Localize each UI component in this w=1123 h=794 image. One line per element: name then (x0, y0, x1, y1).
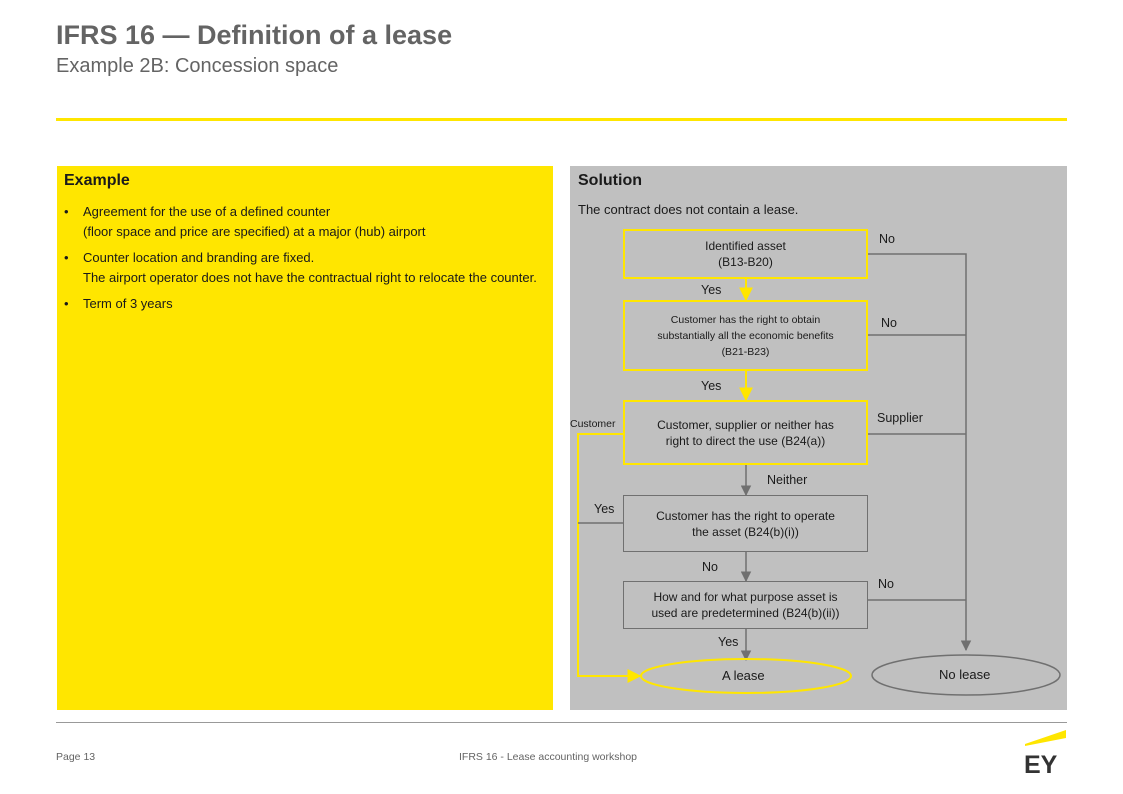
box-line: right to direct the use (B24(a)) (665, 433, 826, 448)
outcome-no-lease: No lease (939, 667, 991, 682)
box-predetermined: How and for what purpose asset is used a… (623, 581, 868, 629)
label-no: No (702, 560, 718, 574)
flowchart-connectors (577, 253, 1061, 696)
page-title: IFRS 16 — Definition of a lease (56, 20, 453, 50)
solution-conclusion: The contract does not contain a lease. (578, 202, 799, 217)
example-bullet: Agreement for the use of a defined count… (64, 202, 547, 241)
box-line: used are predetermined (B24(b)(ii)) (651, 606, 840, 620)
footer-divider (56, 722, 1067, 723)
label-no: No (881, 316, 897, 330)
box-economic-benefits: Customer has the right to obtain substan… (623, 300, 868, 371)
label-yes: Yes (701, 379, 722, 393)
connector-no-identified (868, 253, 972, 652)
label-supplier: Supplier (877, 411, 923, 425)
label-no: No (878, 577, 894, 591)
page-number: Page 13 (56, 751, 96, 763)
box-line: How and for what purpose asset is (653, 590, 838, 604)
label-yes: Yes (701, 283, 722, 297)
connector-customer (577, 433, 642, 683)
box-line: (B13-B20) (718, 255, 773, 269)
header-divider (56, 118, 1067, 121)
no-lease-ellipse (871, 654, 1061, 696)
solution-panel: Solution The contract does not contain a… (570, 166, 1067, 710)
box-operate-asset: Customer has the right to operate the as… (623, 495, 868, 552)
example-panel: Example Agreement for the use of a defin… (57, 166, 553, 710)
example-bullet: Counter location and branding are fixed.… (64, 248, 547, 287)
label-neither: Neither (767, 473, 808, 487)
ey-logo-text: EY (1024, 751, 1058, 776)
label-no: No (879, 232, 895, 246)
box-line: Customer has the right to obtain (670, 313, 821, 326)
ey-logo: EY (1024, 730, 1066, 776)
example-bullet: Term of 3 years (64, 294, 547, 314)
footer-title: IFRS 16 - Lease accounting workshop (459, 751, 638, 763)
example-bullet-line: Term of 3 years (83, 296, 173, 311)
example-bullet-list: Agreement for the use of a defined count… (57, 202, 553, 321)
box-direct-use: Customer, supplier or neither has right … (623, 400, 868, 465)
solution-heading: Solution (578, 172, 642, 189)
label-yes: Yes (594, 502, 615, 516)
page-subtitle: Example 2B: Concession space (56, 55, 339, 77)
example-bullet-line: The airport operator does not have the c… (83, 269, 537, 285)
example-bullet-line: Counter location and branding are fixed. (83, 250, 315, 265)
box-line: Identified asset (705, 239, 786, 253)
box-line: the asset (B24(b)(i)) (692, 524, 799, 539)
example-bullet-line: Agreement for the use of a defined count… (83, 204, 331, 219)
outcome-lease: A lease (722, 668, 765, 683)
example-bullet-line: (floor space and price are specified) at… (83, 223, 426, 239)
box-identified-asset: Identified asset (B13-B20) (623, 229, 868, 279)
label-yes: Yes (718, 635, 739, 649)
example-heading: Example (64, 172, 130, 189)
box-line: substantially all the economic benefits (657, 329, 834, 342)
label-customer: Customer (570, 418, 616, 430)
lease-ellipse (640, 658, 852, 694)
box-line: Customer, supplier or neither has (657, 417, 834, 432)
box-line: (B21-B23) (721, 345, 770, 358)
box-line: Customer has the right to operate (656, 508, 835, 523)
